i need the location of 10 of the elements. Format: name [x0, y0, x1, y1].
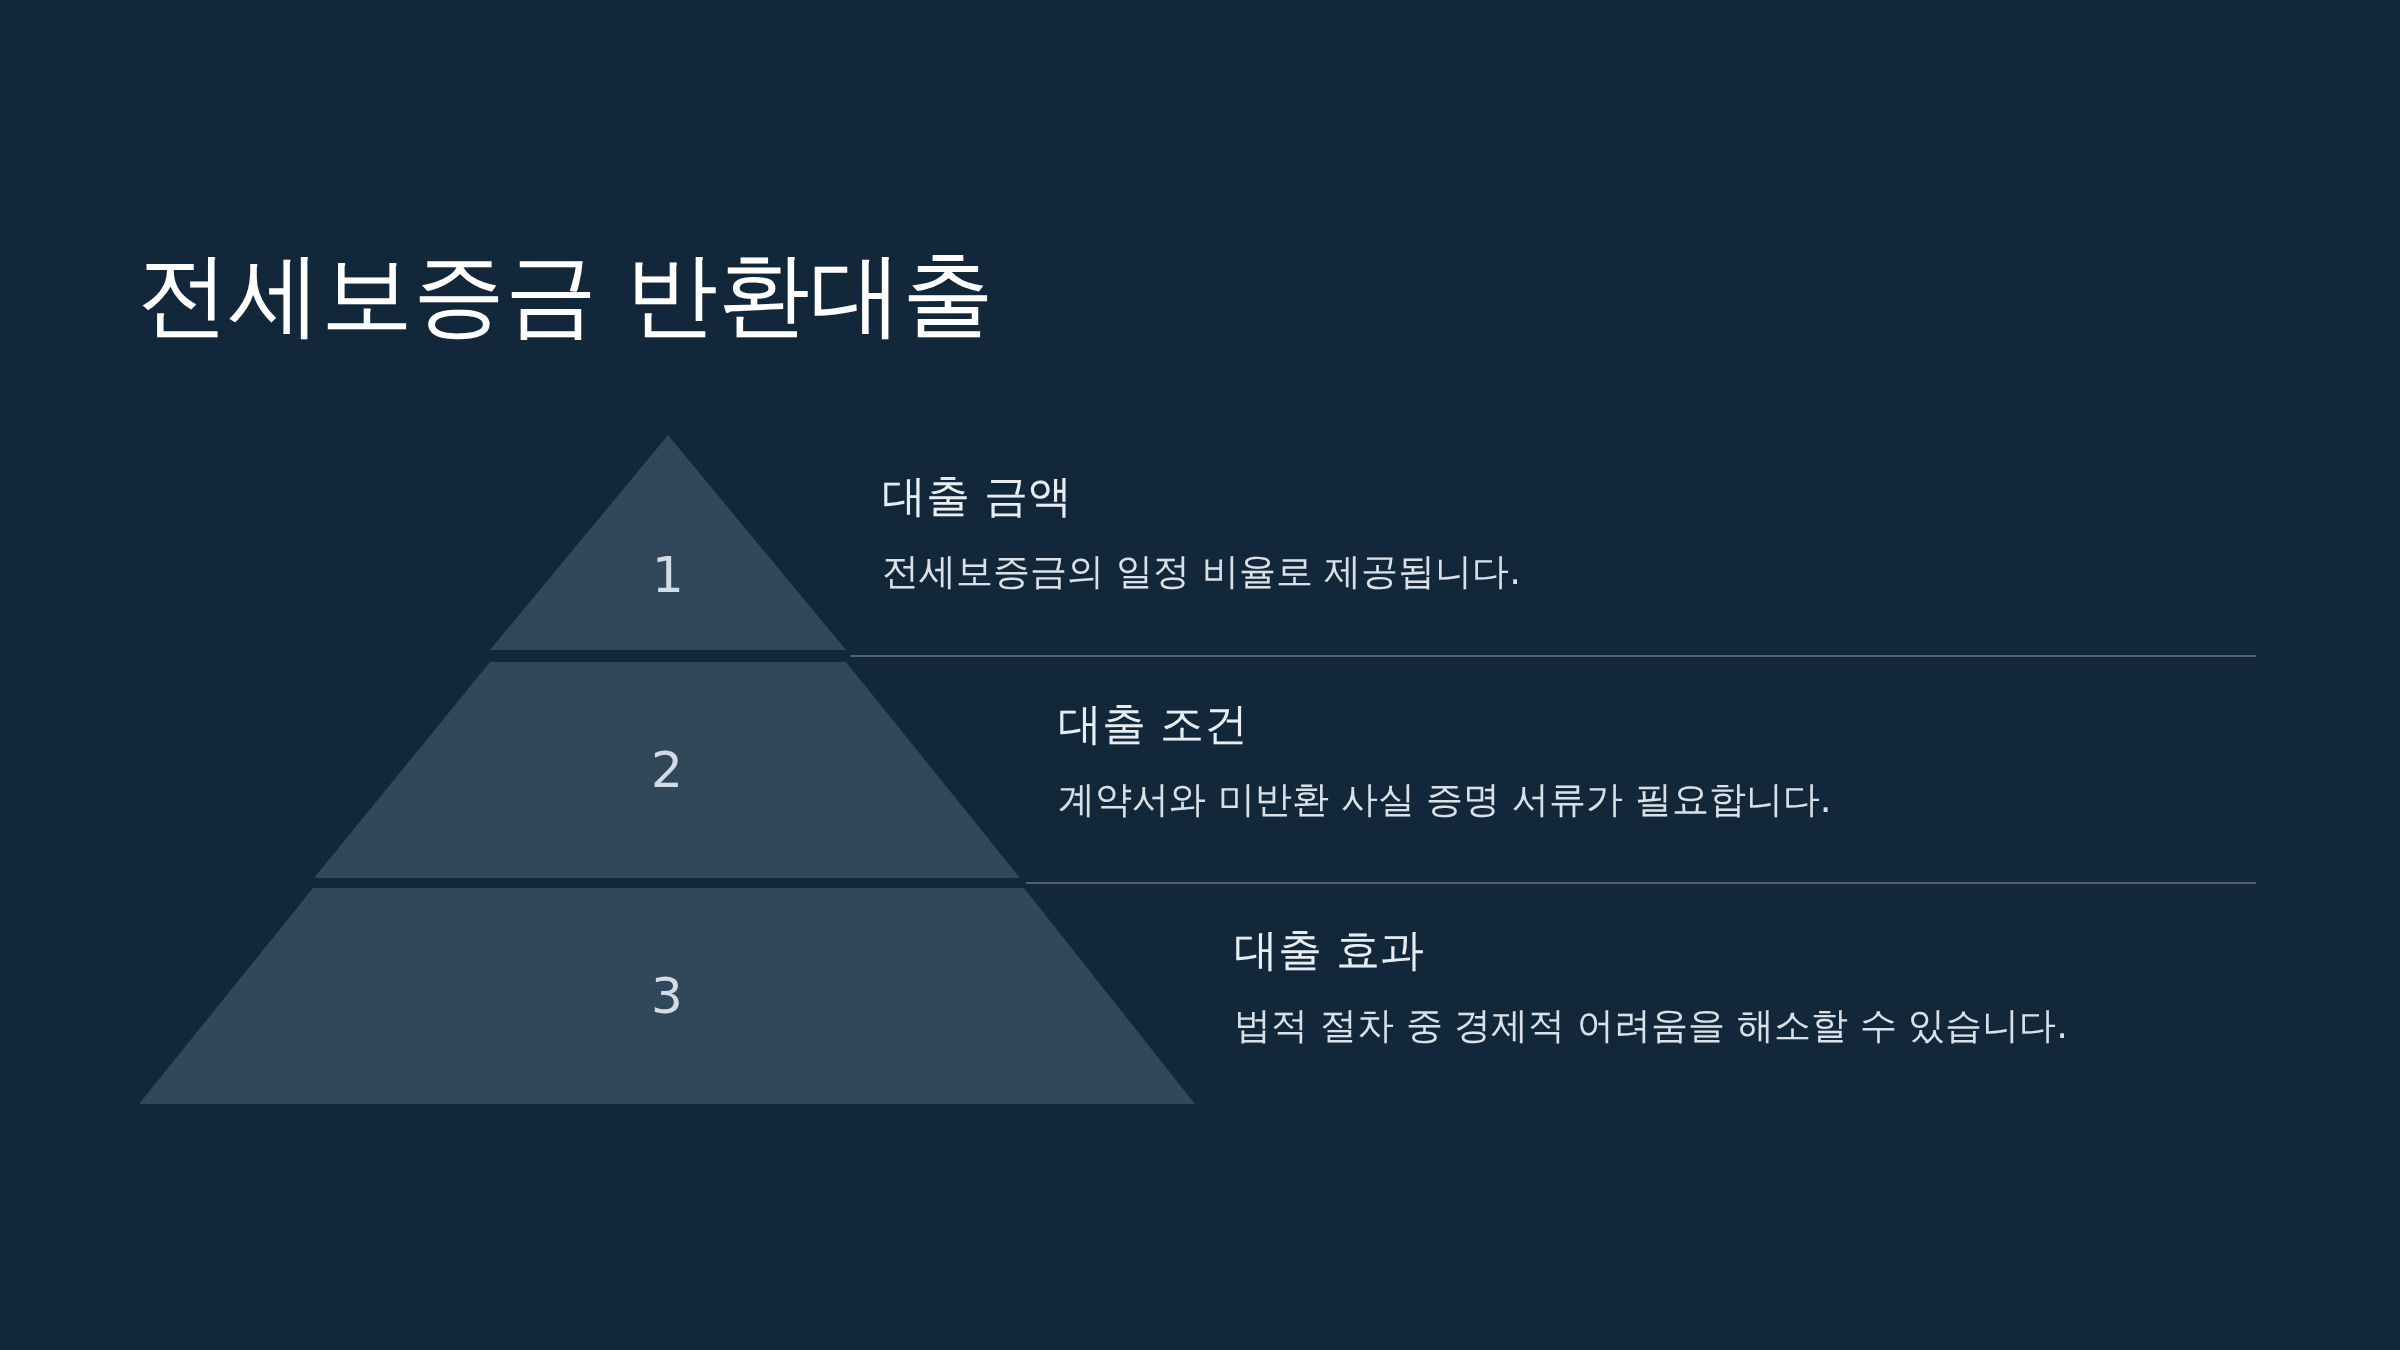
- title: 전세보증금 반환대출: [137, 240, 995, 350]
- description-text: 법적 절차 중 경제적 어려움을 해소할 수 있습니다.: [1234, 1004, 2069, 1049]
- section-heading: 대출 조건: [1058, 698, 1248, 751]
- description-text: 전세보증금의 일정 비율로 제공됩니다.: [882, 550, 1522, 595]
- section-heading: 대출 금액: [882, 470, 1072, 523]
- section-heading: 대출 효과: [1234, 924, 1424, 977]
- level-number: 2: [651, 745, 683, 795]
- level-number: 3: [651, 971, 683, 1021]
- level-number: 1: [652, 549, 684, 600]
- description-text: 계약서와 미반환 사실 증명 서류가 필요합니다.: [1058, 778, 1832, 823]
